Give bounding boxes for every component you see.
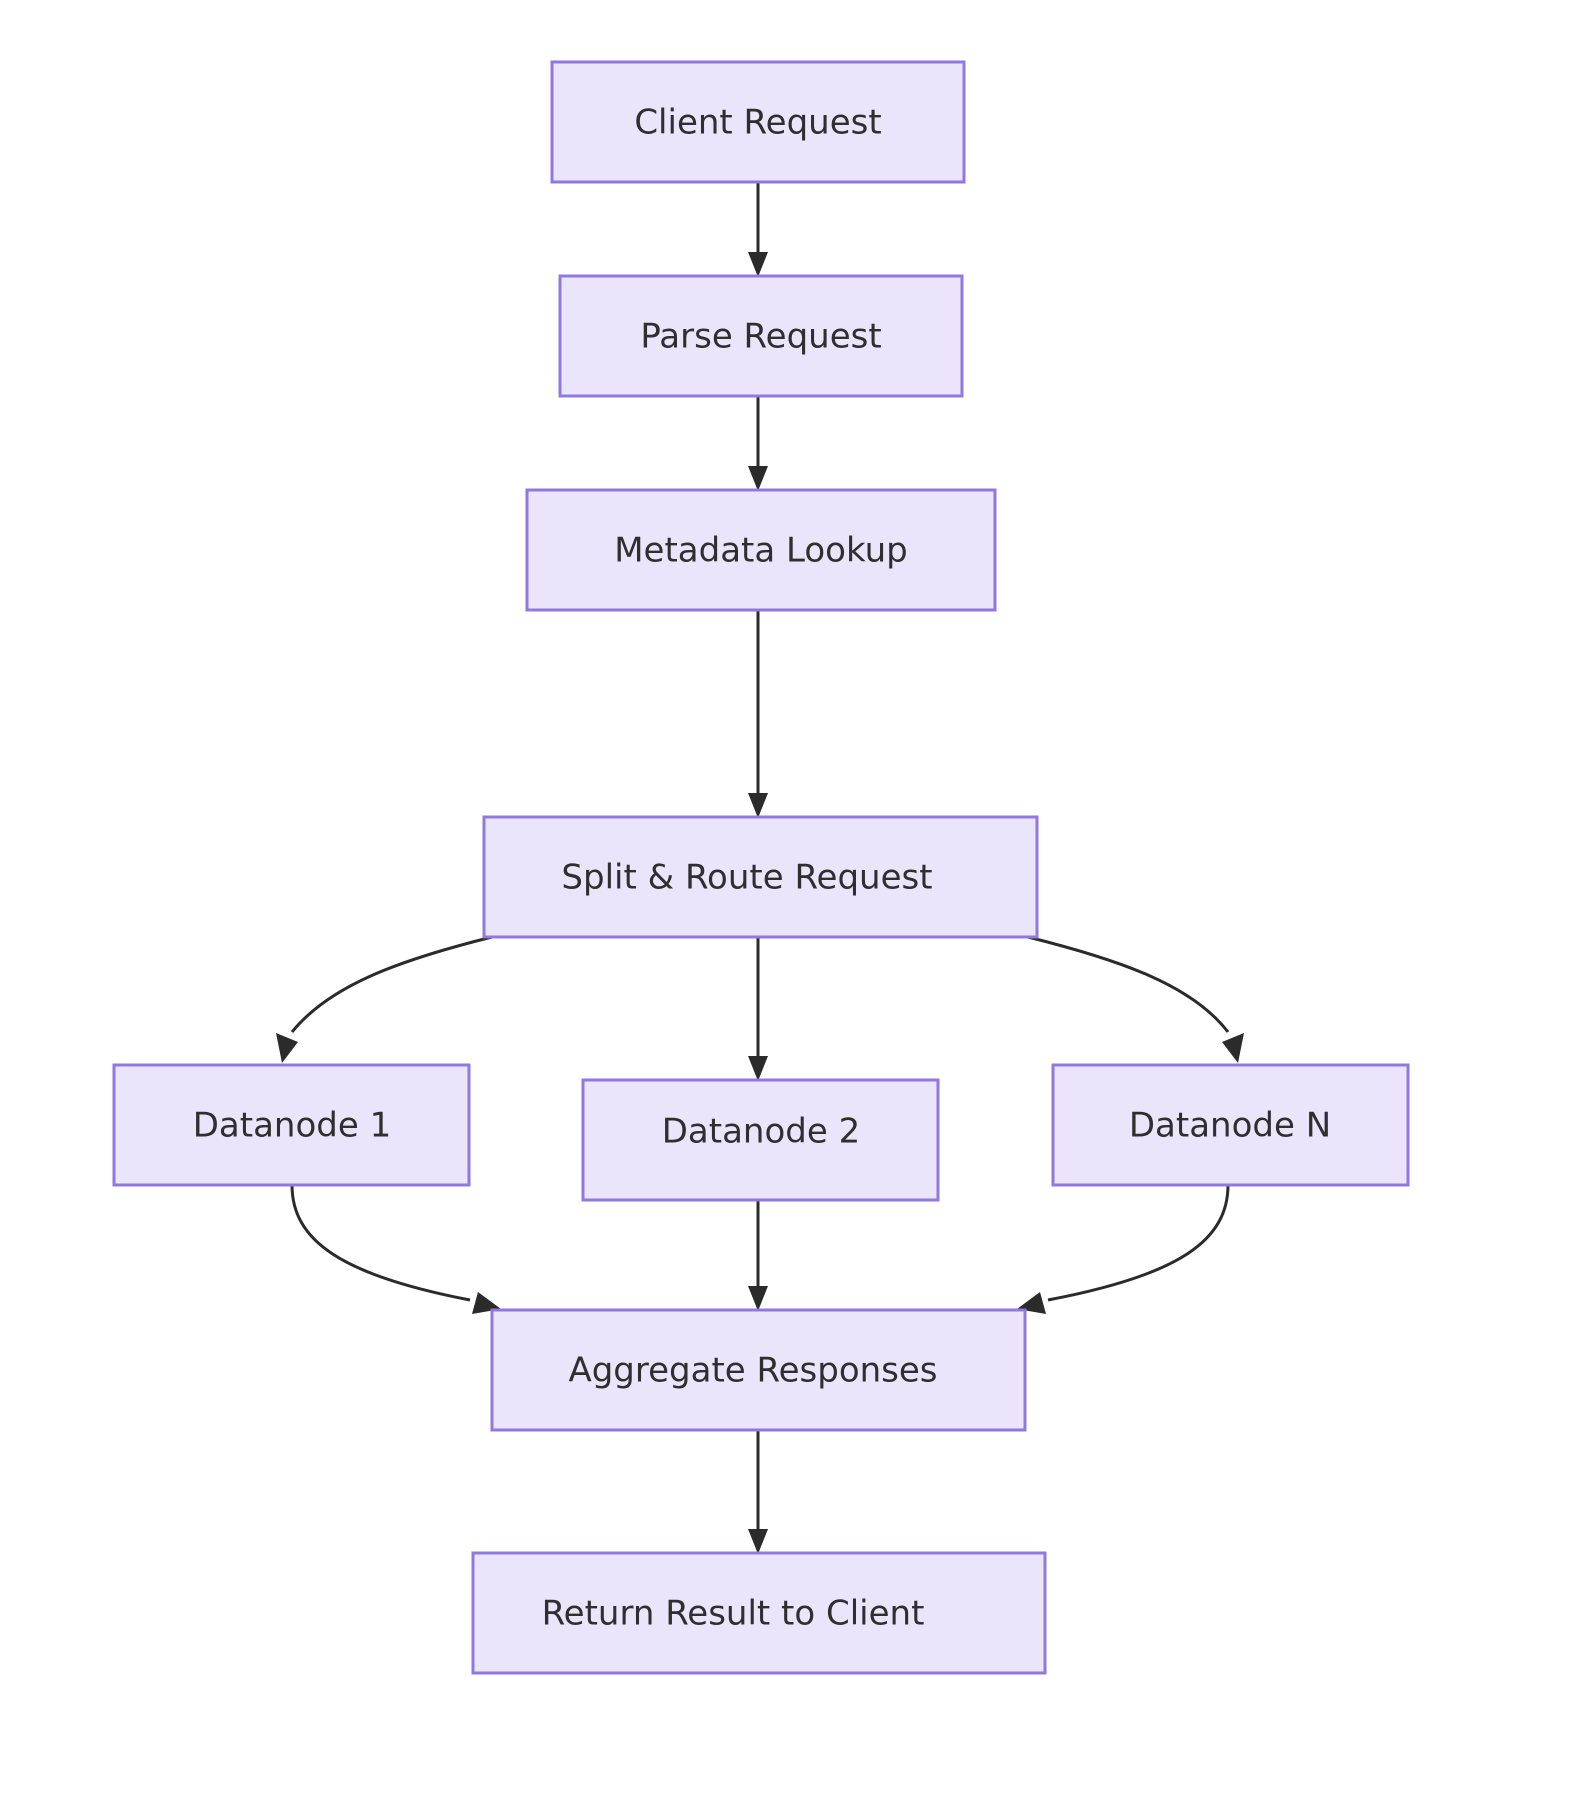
- node-layer: Client Request Parse Request Metadata Lo…: [112, 60, 1410, 1675]
- edge-client-request-to-parse-request: [748, 182, 768, 277]
- node-datanode-n-label: Datanode N: [1129, 1106, 1331, 1146]
- node-datanode-n[interactable]: Datanode N: [1051, 1063, 1410, 1187]
- node-client-request[interactable]: Client Request: [550, 60, 966, 184]
- node-return-result-to-client-label: Return Result to Client: [542, 1594, 925, 1634]
- node-datanode-2[interactable]: Datanode 2: [581, 1078, 940, 1202]
- node-metadata-lookup[interactable]: Metadata Lookup: [525, 488, 997, 612]
- node-metadata-lookup-label: Metadata Lookup: [614, 531, 908, 571]
- edge-parse-request-to-metadata-lookup: [748, 396, 768, 491]
- node-client-request-label: Client Request: [634, 103, 881, 143]
- node-split-route-request[interactable]: Split & Route Request: [482, 815, 1039, 939]
- edge-split-route-to-datanode-n: [1027, 935, 1244, 1063]
- edge-layer: [276, 182, 1244, 1554]
- node-split-route-request-label: Split & Route Request: [561, 858, 932, 898]
- node-return-result-to-client[interactable]: Return Result to Client: [471, 1551, 1047, 1675]
- node-parse-request[interactable]: Parse Request: [558, 274, 964, 398]
- node-aggregate-responses[interactable]: Aggregate Responses: [490, 1308, 1027, 1432]
- edge-split-route-to-datanode-2: [748, 937, 768, 1081]
- node-datanode-1-label: Datanode 1: [193, 1106, 391, 1146]
- edge-datanode-1-to-aggregate: [290, 1184, 501, 1314]
- node-datanode-1[interactable]: Datanode 1: [112, 1063, 471, 1187]
- node-aggregate-responses-label: Aggregate Responses: [568, 1351, 937, 1391]
- edge-metadata-lookup-to-split-route: [748, 610, 768, 818]
- node-datanode-2-label: Datanode 2: [662, 1112, 860, 1152]
- edge-datanode-2-to-aggregate: [748, 1200, 768, 1311]
- edge-split-route-to-datanode-1: [276, 935, 493, 1063]
- edge-aggregate-to-return-result: [748, 1430, 768, 1554]
- edge-datanode-n-to-aggregate: [1017, 1184, 1230, 1314]
- node-parse-request-label: Parse Request: [640, 317, 881, 357]
